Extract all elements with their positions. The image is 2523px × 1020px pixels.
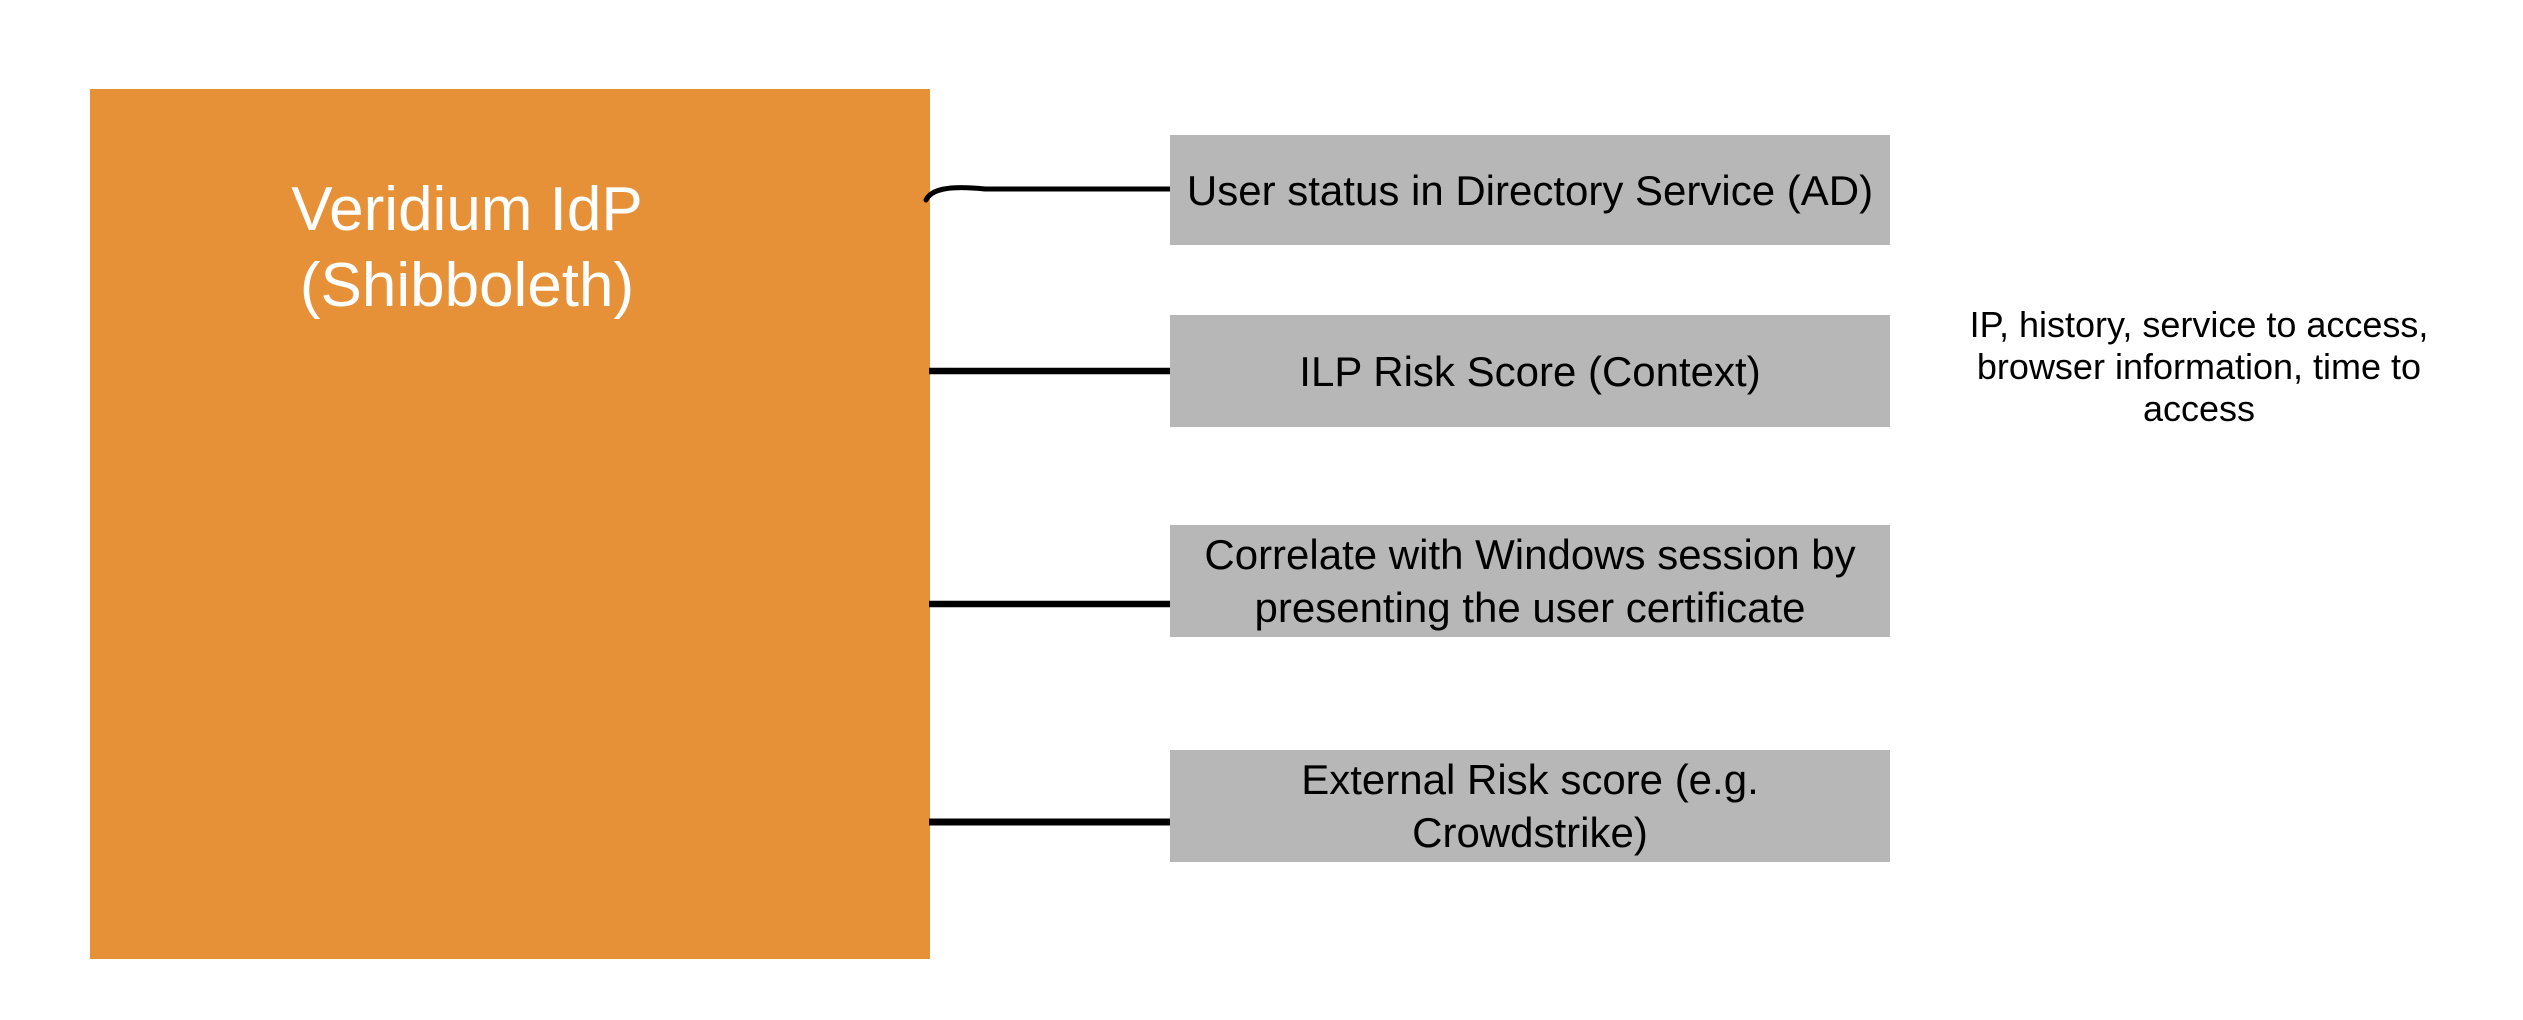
factor-node-label: External Risk score (e.g. Crowdstrike) — [1301, 756, 1759, 856]
factor-node-label: User status in Directory Service (AD) — [1186, 166, 1874, 214]
main-node-label: Veridium IdP (Shibboleth) — [291, 175, 643, 320]
factor-node-correlate-windows-session: Correlate with Windows session by presen… — [1170, 525, 1890, 637]
factor-node-label: Correlate with Windows session by presen… — [1204, 531, 1856, 631]
veridium-idp-node — [90, 89, 930, 959]
factor-node-external-risk-score: External Risk score (e.g. Crowdstrike) — [1170, 750, 1890, 862]
factor-node-user-status: User status in Directory Service (AD) — [1170, 135, 1890, 245]
factor-node-ilp-risk-score: ILP Risk Score (Context) — [1170, 315, 1890, 427]
connector-line-user-status — [923, 185, 1175, 203]
factor-node-label: ILP Risk Score (Context) — [1299, 347, 1761, 395]
context-annotation: IP, history, service to access, browser … — [1969, 304, 2429, 429]
